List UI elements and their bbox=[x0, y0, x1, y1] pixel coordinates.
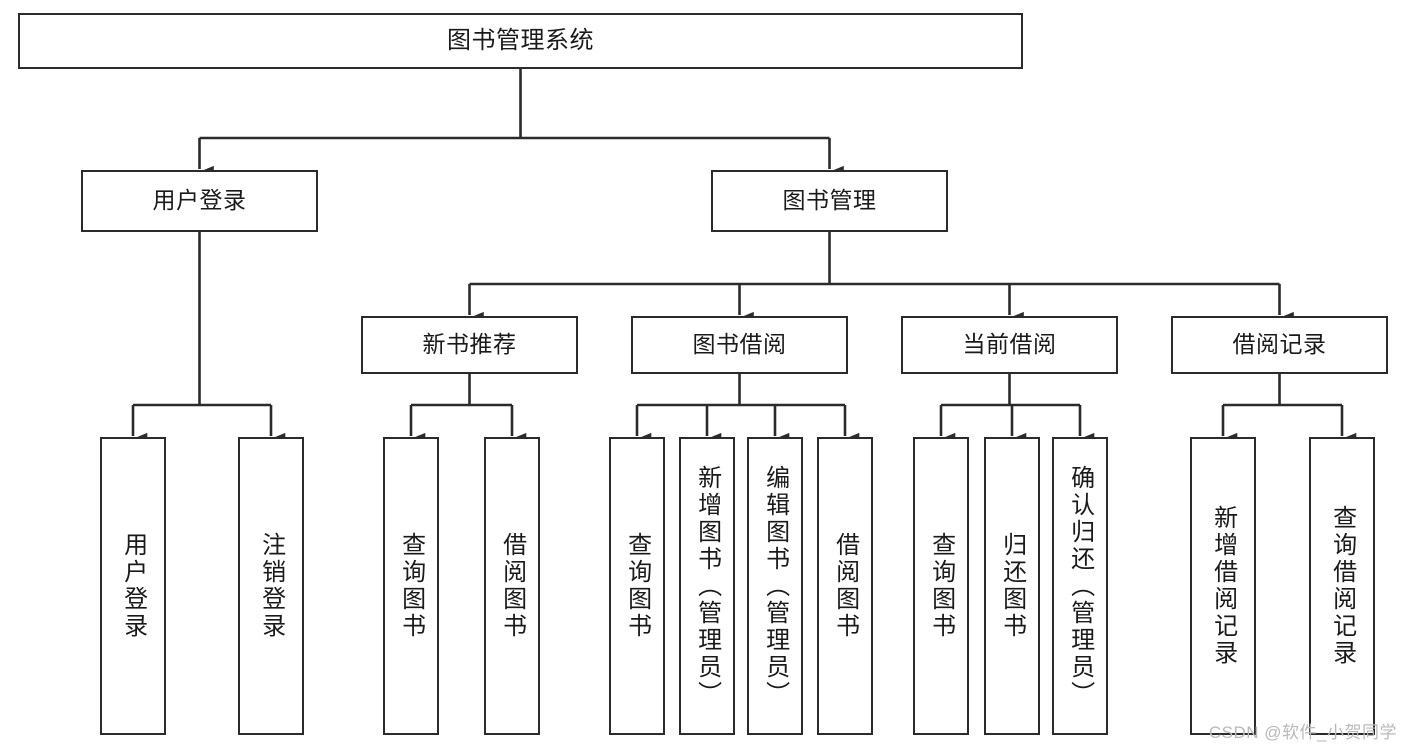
node-newbook[interactable]: 新书推荐 bbox=[361, 316, 578, 374]
node-label: 编辑图书（管理员） bbox=[761, 464, 789, 708]
csdn-watermark: CSDN @软件_小贺同学 bbox=[1208, 723, 1397, 742]
node-label: 借阅图书 bbox=[498, 532, 526, 640]
node-leaf-add-record[interactable]: 新增借阅记录 bbox=[1190, 437, 1256, 735]
node-root[interactable]: 图书管理系统 bbox=[18, 13, 1023, 69]
node-label: 图书借阅 bbox=[692, 331, 787, 358]
node-leaf-query-record[interactable]: 查询借阅记录 bbox=[1309, 437, 1375, 735]
node-leaf-borrow-book-1[interactable]: 借阅图书 bbox=[484, 437, 540, 735]
node-label: 查询借阅记录 bbox=[1328, 505, 1356, 667]
node-leaf-query-book-3[interactable]: 查询图书 bbox=[913, 437, 969, 735]
node-login[interactable]: 用户登录 bbox=[81, 170, 318, 232]
node-label: 新书推荐 bbox=[422, 331, 517, 358]
node-bookmgmt[interactable]: 图书管理 bbox=[711, 170, 948, 232]
node-leaf-confirm-return[interactable]: 确认归还（管理员） bbox=[1052, 437, 1108, 735]
node-label: 借阅图书 bbox=[831, 532, 859, 640]
node-leaf-query-book-2[interactable]: 查询图书 bbox=[609, 437, 665, 735]
node-label: 确认归还（管理员） bbox=[1066, 464, 1094, 708]
node-borrow[interactable]: 图书借阅 bbox=[631, 316, 848, 374]
node-leaf-user-logout[interactable]: 注销登录 bbox=[238, 437, 304, 735]
node-label: 归还图书 bbox=[998, 532, 1026, 640]
node-leaf-borrow-book-2[interactable]: 借阅图书 bbox=[817, 437, 873, 735]
node-records[interactable]: 借阅记录 bbox=[1171, 316, 1388, 374]
node-label: 查询图书 bbox=[623, 532, 651, 640]
node-leaf-user-login[interactable]: 用户登录 bbox=[100, 437, 166, 735]
node-leaf-add-book[interactable]: 新增图书（管理员） bbox=[679, 437, 735, 735]
node-label: 查询图书 bbox=[397, 532, 425, 640]
node-label: 图书管理 bbox=[782, 187, 877, 214]
node-leaf-edit-book[interactable]: 编辑图书（管理员） bbox=[747, 437, 803, 735]
node-label: 新增借阅记录 bbox=[1209, 505, 1237, 667]
node-label: 用户登录 bbox=[119, 532, 147, 640]
node-leaf-return-book[interactable]: 归还图书 bbox=[984, 437, 1040, 735]
node-leaf-query-book-1[interactable]: 查询图书 bbox=[383, 437, 439, 735]
node-label: 用户登录 bbox=[152, 187, 247, 214]
node-label: 查询图书 bbox=[927, 532, 955, 640]
node-label: 借阅记录 bbox=[1232, 331, 1327, 358]
node-current[interactable]: 当前借阅 bbox=[901, 316, 1118, 374]
node-label: 新增图书（管理员） bbox=[693, 464, 721, 708]
node-label: 注销登录 bbox=[257, 532, 285, 640]
node-label: 图书管理系统 bbox=[447, 26, 594, 54]
node-label: 当前借阅 bbox=[962, 331, 1057, 358]
